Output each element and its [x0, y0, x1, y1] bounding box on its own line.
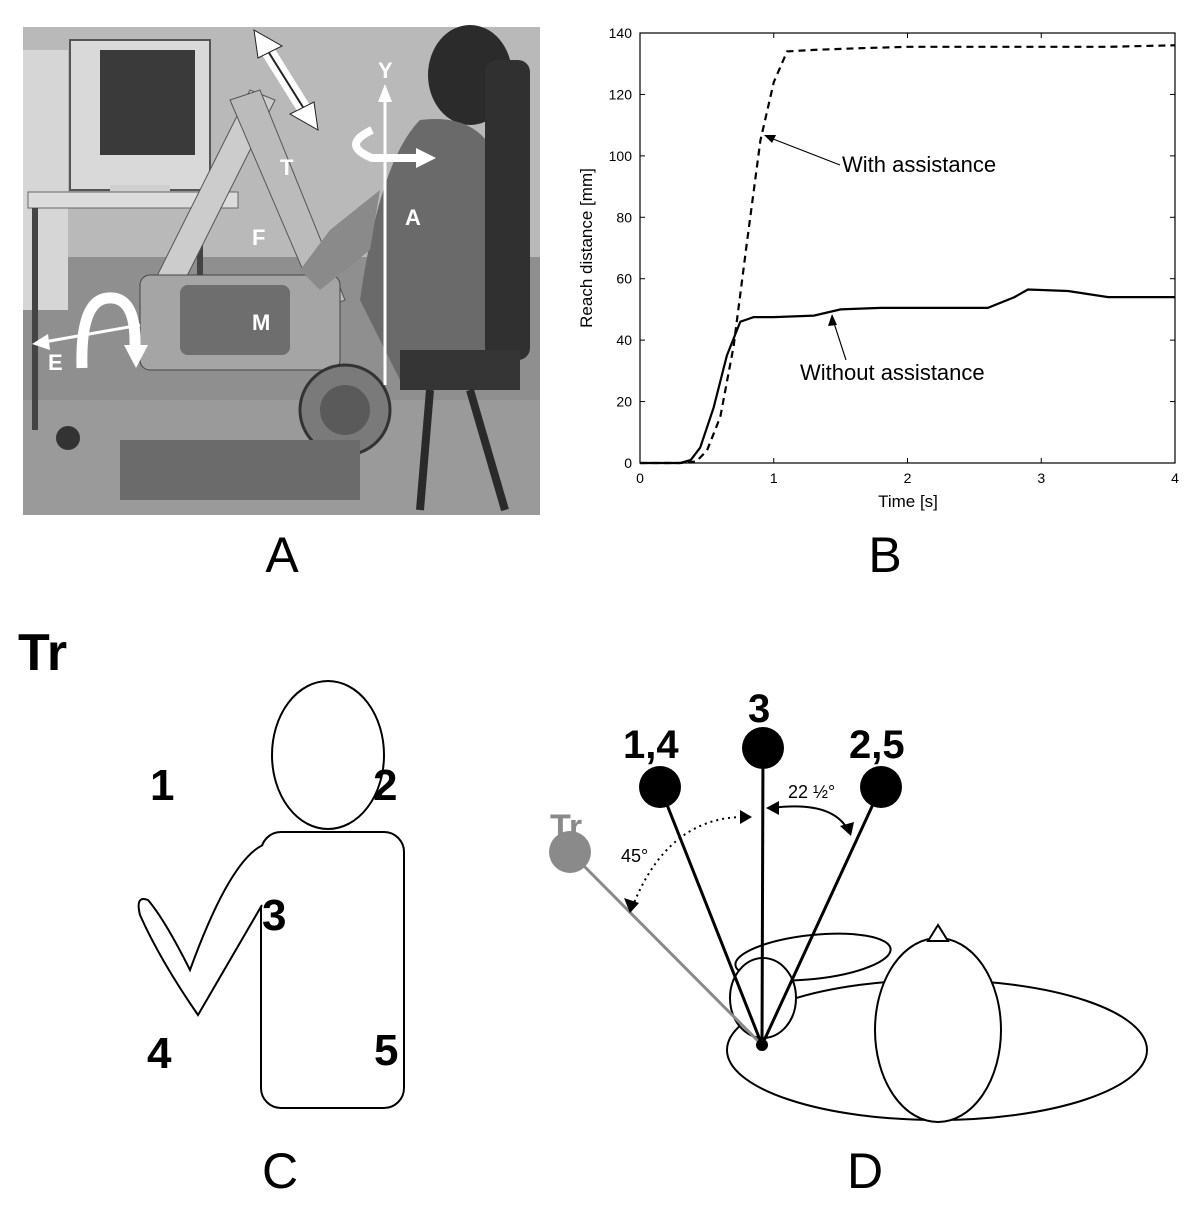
x-tick-label: 0 — [636, 470, 644, 486]
reach-line-3 — [760, 747, 765, 1046]
annotation-arrow-without — [832, 319, 847, 361]
target-dot-3 — [742, 727, 784, 769]
target-dot-tr — [549, 831, 591, 873]
torso-outline — [260, 831, 405, 1109]
angle-arc-22 — [770, 805, 849, 831]
annotation-without-assistance: Without assistance — [800, 360, 985, 385]
target-dot-2-5 — [860, 766, 902, 808]
series-line-with-assistance — [640, 44, 1176, 465]
front-view-diagram: Tr 1 2 3 4 5 — [18, 624, 405, 1109]
reach-line-2-5 — [760, 786, 883, 1046]
axis-e-line — [43, 323, 141, 344]
photo-label-y: Y — [378, 58, 393, 83]
chart-y-axis-label: Reach distance [mm] — [577, 168, 596, 328]
target-label-1: 1 — [150, 761, 174, 810]
photo-label-f: F — [252, 225, 265, 250]
reach-line-tr — [568, 850, 764, 1047]
target-label-3-top: 3 — [748, 687, 770, 731]
nose-outline — [926, 923, 950, 942]
rotation-arrow-e — [76, 292, 141, 369]
photo-label-a: A — [405, 205, 421, 230]
target-label-1-4: 1,4 — [623, 723, 679, 767]
angle-arc-45 — [631, 815, 749, 909]
x-tick-label: 4 — [1171, 470, 1179, 486]
chart-x-axis-label: Time [s] — [878, 492, 938, 511]
target-label-3: 3 — [262, 891, 286, 940]
double-arrow-icon — [253, 29, 319, 131]
subject-shape — [300, 25, 530, 512]
y-tick-label: 20 — [616, 394, 632, 410]
photo-label-m: M — [252, 310, 270, 335]
y-tick-label: 40 — [616, 332, 632, 348]
y-tick-label: 0 — [624, 455, 632, 471]
target-label-2-5: 2,5 — [849, 723, 905, 767]
angle-label-45: 45° — [621, 846, 648, 866]
panel-letter-d: D — [847, 1143, 883, 1199]
monitor-shape — [69, 39, 211, 197]
shoulder-pivot-dot — [756, 1039, 768, 1051]
series-line-without-assistance — [640, 288, 1175, 465]
target-dot-1-4 — [639, 766, 681, 808]
photo-panel: Y T F A M E — [23, 25, 540, 515]
panel-letter-b: B — [868, 527, 901, 583]
arm-outline — [137, 844, 264, 1017]
target-label-tr: Tr — [550, 808, 582, 846]
y-tick-label: 120 — [609, 86, 633, 102]
head-top-outline — [874, 937, 1002, 1123]
y-tick-label: 100 — [609, 148, 633, 164]
y-tick-label: 140 — [609, 25, 633, 41]
y-tick-label: 80 — [616, 209, 632, 225]
axis-y-arrowhead — [378, 84, 392, 102]
top-view-diagram: Tr 1,4 3 2,5 45° 22 ½° — [549, 687, 1148, 1123]
angle-label-22: 22 ½° — [788, 782, 835, 802]
target-label-5: 5 — [374, 1026, 398, 1075]
reach-line-1-4 — [658, 786, 764, 1046]
head-outline — [271, 680, 385, 830]
target-label-2: 2 — [373, 761, 397, 810]
rotation-arrow-y — [352, 126, 418, 162]
x-tick-label: 2 — [904, 470, 912, 486]
photo-label-e: E — [48, 350, 63, 375]
panel-letter-c: C — [262, 1143, 298, 1199]
x-tick-label: 1 — [770, 470, 778, 486]
chart-plot-area — [639, 32, 1176, 464]
diagram-c-title: Tr — [18, 624, 67, 682]
panel-letter-a: A — [265, 527, 299, 583]
annotation-arrow-with — [767, 136, 841, 166]
y-tick-label: 60 — [616, 271, 632, 287]
target-label-4: 4 — [147, 1029, 172, 1078]
x-tick-label: 3 — [1037, 470, 1045, 486]
annotation-with-assistance: With assistance — [842, 152, 996, 177]
photo-label-t: T — [280, 155, 294, 180]
